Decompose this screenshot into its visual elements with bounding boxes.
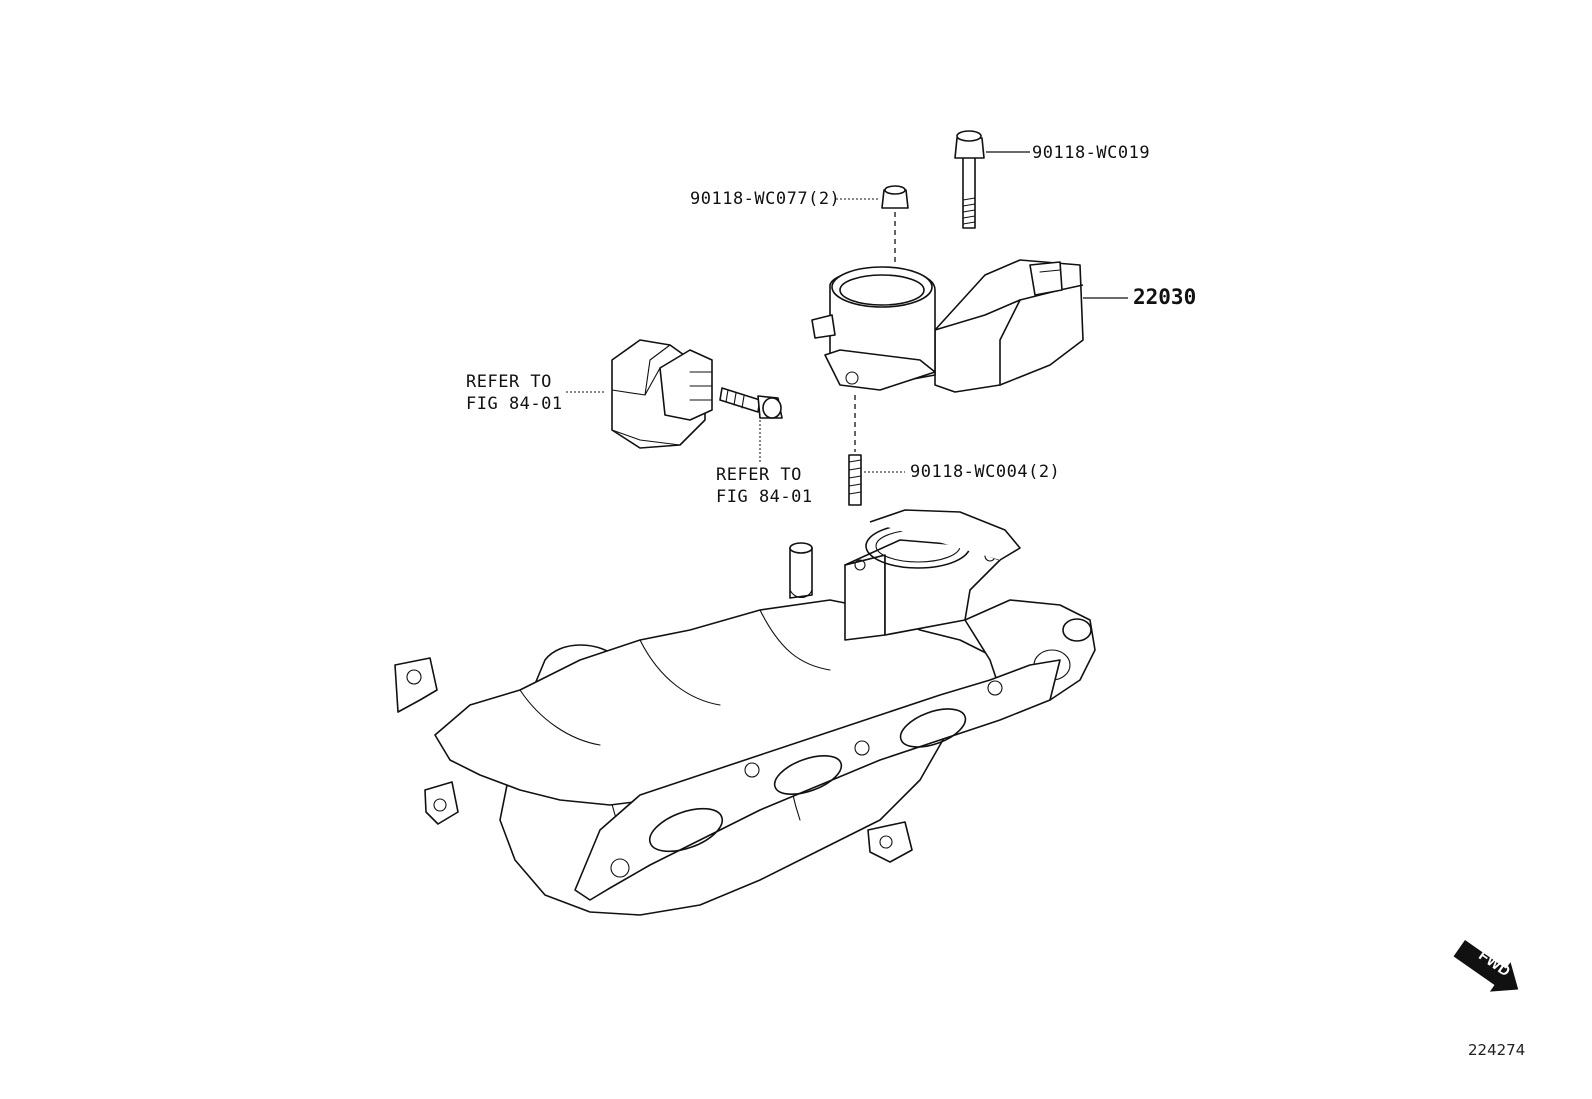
sensor-ref-line1: REFER TO: [466, 372, 552, 392]
screw-ref-line2: FIG 84-01: [716, 487, 813, 507]
callout-bolt-top: 90118-WC019: [1032, 143, 1151, 163]
screw-ref-line1: REFER TO: [716, 465, 802, 485]
callout-nut: 90118-WC077(2): [690, 189, 841, 209]
bolt-top-part[interactable]: [954, 130, 985, 229]
screw-part[interactable]: [719, 387, 783, 419]
sensor-part[interactable]: [611, 339, 713, 449]
figure-number: 224274: [1468, 1041, 1526, 1059]
callout-stud: 90118-WC004(2): [910, 462, 1061, 482]
fwd-arrow-icon: [1453, 940, 1519, 992]
sensor-ref-line2: FIG 84-01: [466, 394, 563, 414]
callout-throttle-body: 22030: [1133, 285, 1197, 309]
throttle-body[interactable]: [811, 259, 1084, 393]
intake-manifold[interactable]: [394, 509, 1096, 916]
stud-part[interactable]: [848, 454, 862, 506]
nut-part[interactable]: [881, 185, 909, 209]
